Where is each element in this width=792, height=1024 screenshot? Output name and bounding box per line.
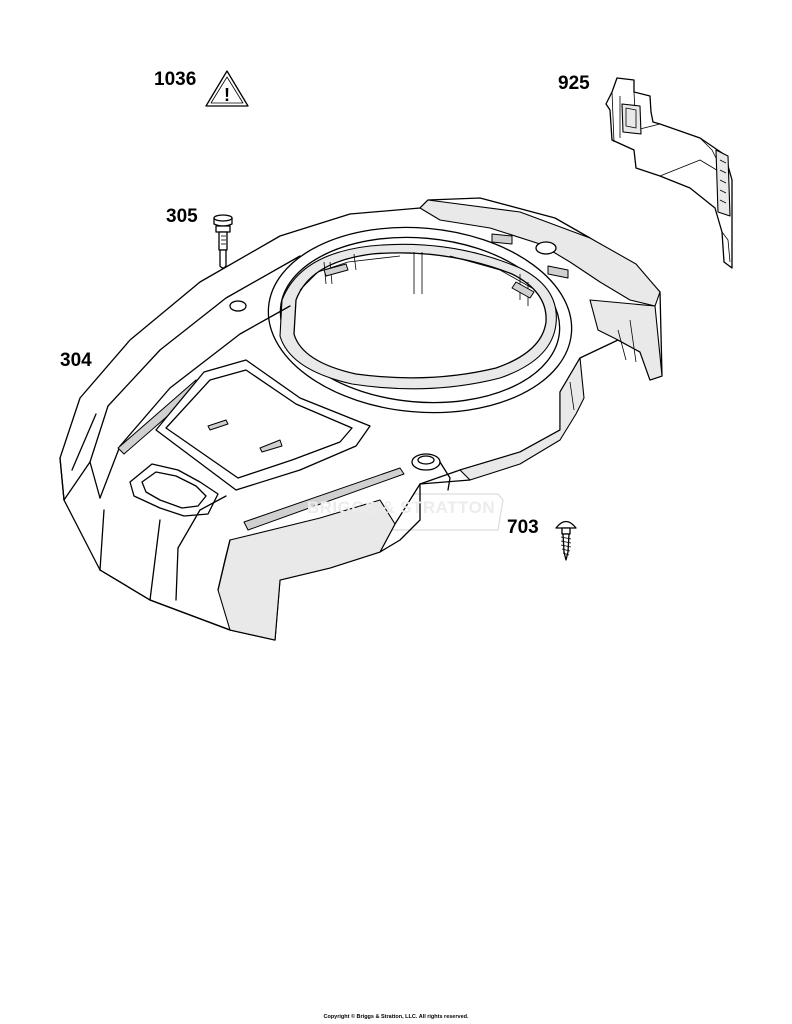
- blower-housing-304: [59, 197, 663, 641]
- callout-925: 925: [558, 73, 590, 94]
- watermark: BRIGGS & STRATTON: [306, 498, 496, 517]
- screw-703: [555, 520, 577, 561]
- air-guide-925: [605, 77, 733, 269]
- copyright-notice: Copyright © Briggs & Stratton, LLC. All …: [323, 1014, 469, 1020]
- warning-icon: !: [205, 70, 249, 107]
- warning-symbol: !: [224, 85, 230, 105]
- callout-305: 305: [166, 206, 198, 227]
- shoulder-bolt-305: [213, 214, 233, 269]
- callout-304: 304: [60, 350, 92, 371]
- callout-703: 703: [507, 517, 539, 538]
- callout-1036: 1036: [154, 69, 197, 90]
